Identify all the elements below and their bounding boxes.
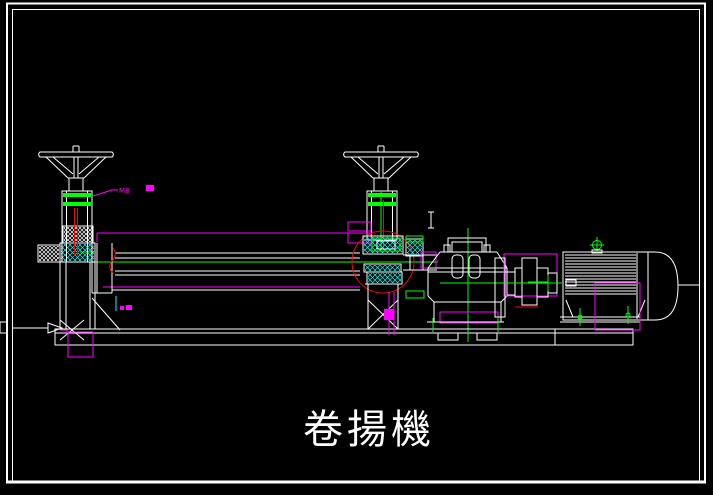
thread-label: M8 [119,187,130,195]
drawing-title: 卷揚機 [303,407,435,453]
jack-nut [368,193,396,197]
jack-nut [368,202,396,206]
motor-foot-bolt [625,306,631,324]
tick-mark [120,306,124,310]
anchor-cross-mark [59,319,85,341]
winding-drum [37,232,438,294]
eyebolt-icon [590,237,604,254]
left-screw-jack: M8 [38,145,154,263]
gear-pitch-circle [351,230,415,294]
electric-motor [538,237,699,346]
motor-slide-rails [594,282,641,331]
datum-arrow-icon [0,321,64,334]
motor-foot-bolt [577,308,583,326]
base-bed-frame [0,296,634,358]
mini-centerline-mark [428,211,434,229]
bearing-cap [371,237,401,252]
motor-pedestal [554,328,634,346]
drum-gear-bearing-cluster [351,211,437,335]
jack-nut [63,193,91,197]
jack-column [61,190,93,263]
handwheel-icon [343,145,419,192]
break-line [109,247,116,274]
nameplate [565,279,577,287]
gear-reducer [427,228,508,342]
anchor-pocket [60,329,94,358]
jack-nut [63,202,91,206]
motor-fins [565,253,638,319]
tick-mark [126,305,132,310]
drawing-border-frame [6,2,706,484]
thread-annotation: M8 [92,185,154,197]
